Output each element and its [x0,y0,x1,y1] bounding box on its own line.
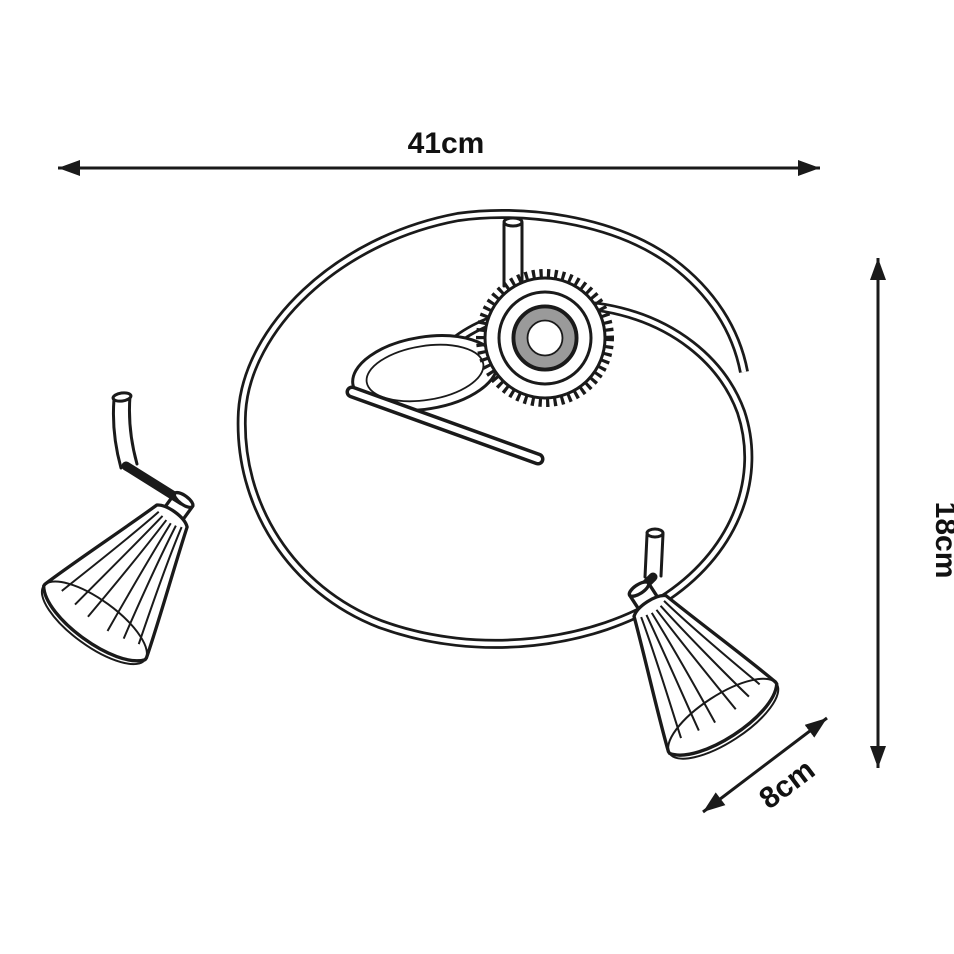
depth-dimension-label: 8cm [753,753,821,815]
height-dimension: 18cm [870,258,954,768]
connecting-rod [345,385,545,466]
adjustment-knob [476,269,614,407]
spiral-track [236,209,754,649]
spotlight-right [581,527,792,775]
width-dimension: 41cm [58,127,820,176]
mounting-plate [351,334,499,412]
height-dimension-label: 18cm [929,502,954,579]
spotlight-left [28,391,239,680]
width-dimension-label: 41cm [408,127,485,160]
depth-arrow [702,716,828,814]
spotlight-top-stem [502,216,524,288]
left-shade [28,457,239,680]
